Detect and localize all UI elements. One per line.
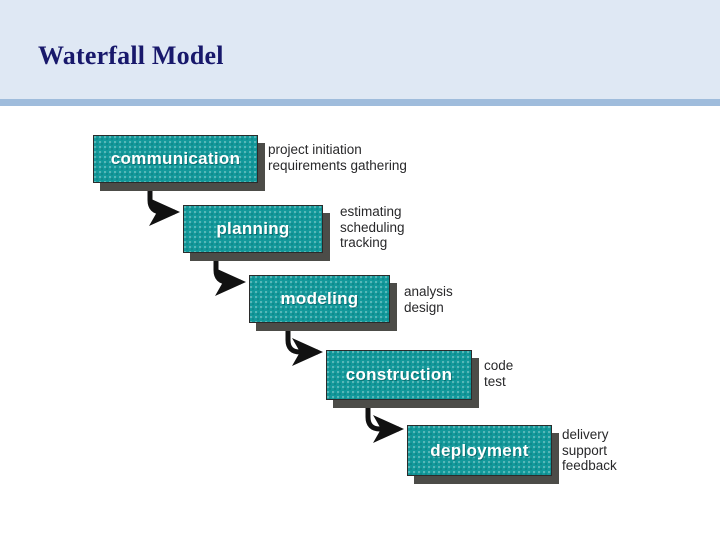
phase-communication-label: communication	[110, 149, 241, 168]
phase-construction-label: construction	[345, 365, 453, 384]
phase-deployment-label: deployment	[430, 440, 529, 460]
annotation-deployment-line-1: delivery	[562, 427, 609, 442]
annotation-modeling: analysis design	[404, 284, 453, 315]
page-title: Waterfall Model	[38, 41, 224, 70]
annotation-deployment: delivery support feedback	[562, 427, 617, 474]
phase-modeling-box[interactable]: modeling	[249, 275, 390, 323]
phase-deployment-box[interactable]: deployment	[407, 425, 552, 476]
phase-modeling-label: modeling	[280, 289, 359, 308]
phase-planning[interactable]: planning	[183, 205, 330, 261]
phase-modeling[interactable]: modeling	[249, 275, 397, 331]
annotation-construction-line-1: code	[484, 358, 514, 373]
annotation-planning: estimating scheduling tracking	[340, 204, 405, 251]
annotation-planning-line-1: estimating	[340, 204, 402, 219]
phase-construction-box[interactable]: construction	[326, 350, 472, 400]
phase-construction[interactable]: construction	[326, 350, 479, 408]
annotation-deployment-line-3: feedback	[562, 458, 617, 473]
annotation-planning-line-2: scheduling	[340, 219, 405, 235]
header-divider-rule	[0, 99, 720, 106]
annotation-construction: code test	[484, 358, 513, 389]
phase-deployment[interactable]: deployment	[407, 425, 559, 484]
annotation-modeling-line-2: design	[404, 299, 444, 315]
annotation-communication: project initiation requirements gatherin…	[268, 142, 407, 173]
waterfall-model-diagram: communication project initiation require…	[0, 106, 720, 540]
phase-planning-label: planning	[216, 219, 290, 238]
annotation-deployment-line-2: support	[562, 442, 608, 458]
annotation-planning-line-3: tracking	[340, 235, 388, 250]
annotation-communication-line-2: requirements gathering	[268, 157, 407, 173]
annotation-communication-line-1: project initiation	[268, 142, 362, 157]
phase-communication[interactable]: communication	[93, 135, 265, 191]
slide-header-band	[0, 0, 720, 99]
annotation-construction-line-2: test	[484, 373, 506, 389]
phase-communication-box[interactable]: communication	[93, 135, 258, 183]
phase-planning-box[interactable]: planning	[183, 205, 323, 253]
annotation-modeling-line-1: analysis	[404, 284, 453, 299]
